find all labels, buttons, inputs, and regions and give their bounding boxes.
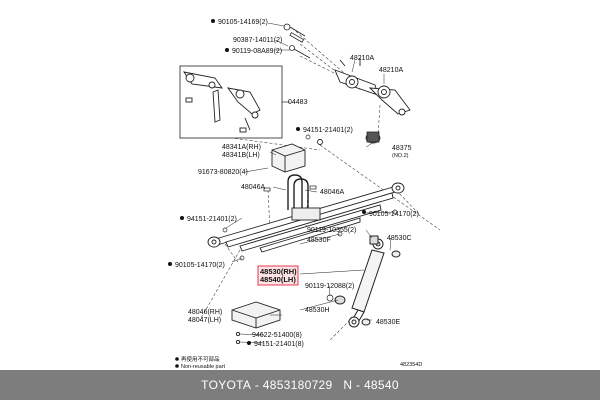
hardware-icons (222, 134, 398, 302)
legend: 再使用不可部品 Non-reusable part 482354D (175, 355, 422, 370)
callout-labels: 90105-14169(2) 90387-14011(2) 90119-08A8… (168, 19, 419, 348)
label-94151-21401-b: 94151-21401(2) (187, 216, 237, 223)
shackle-assembly-icon (334, 58, 411, 116)
label-48046-rh: 48046(RH) (188, 309, 222, 316)
label-90119-10355: 90119-10355(2) (307, 227, 356, 234)
label-90387-14011: 90387-14011(2) (233, 37, 282, 44)
label-48530-rh: 48530(RH) (260, 267, 297, 276)
nonreusable-mark-icon (180, 216, 184, 220)
label-04483: 04483 (288, 99, 308, 106)
nonreusable-mark-icon (168, 262, 172, 266)
nonreusable-mark-icon (362, 210, 366, 214)
footer-sep-2: N - (332, 378, 364, 392)
nonreusable-mark-icon (225, 48, 229, 52)
u-bolt-icon (287, 174, 309, 214)
top-bolts-icon (283, 23, 311, 59)
legend-jp: 再使用不可部品 (181, 355, 220, 363)
label-48341b: 48341B(LH) (222, 152, 260, 159)
leader-lines (225, 22, 396, 344)
nonreusable-mark-icon (247, 341, 251, 345)
label-48530e: 48530E (376, 319, 400, 326)
label-48375-note: (NO.2) (392, 153, 409, 159)
nonreusable-mark-icon (175, 357, 179, 361)
label-48375: 48375 (392, 145, 412, 152)
label-48210a-2: 48210A (379, 67, 403, 74)
label-94151-21401-a: 94151-21401(2) (303, 127, 353, 134)
label-48530f: 48530F (307, 237, 331, 244)
nonreusable-mark-icon (296, 127, 300, 131)
label-90105-14170-b: 90105-14170(2) (175, 262, 225, 269)
label-91673-80820: 91673-80820(4) (198, 169, 248, 176)
label-48047-lh: 48047(LH) (188, 317, 221, 324)
nonreusable-mark-icon (211, 19, 215, 23)
label-90119-08a89: 90119-08A89(2) (232, 48, 282, 55)
label-48530c: 48530C (387, 235, 412, 242)
reference-number: 48540 (363, 378, 399, 392)
diagram-code: 482354D (400, 362, 422, 368)
label-48210a-1: 48210A (350, 55, 374, 62)
shock-absorber-icon (334, 235, 401, 328)
nonreusable-mark-icon (175, 364, 179, 368)
footer-sep-1: - (251, 378, 263, 392)
highlight-box (257, 265, 299, 286)
spring-seat-icon (231, 301, 281, 345)
spring-bracket-icon (271, 139, 323, 173)
bump-stopper-icon (365, 131, 381, 144)
label-90119-12088: 90119-12088(2) (305, 283, 354, 290)
label-48341a: 48341A(RH) (222, 144, 261, 151)
brand: TOYOTA (201, 378, 252, 392)
footer-bar: TOYOTA - 4853180729 N - 48540 (0, 370, 600, 400)
label-48046a-2: 48046A (320, 189, 344, 196)
label-48540-lh: 48540(LH) (260, 275, 296, 284)
legend-en: Non-reusable part (181, 364, 225, 370)
kit-box-04483 (179, 65, 290, 139)
label-94151-21401-c: 94151-21401(8) (254, 341, 304, 348)
label-94622-51400: 94622-51400(8) (252, 332, 302, 339)
parts-diagram: 90105-14169(2) 90387-14011(2) 90119-08A8… (168, 19, 441, 370)
label-48046a-1: 48046A (241, 184, 265, 191)
label-48530h: 48530H (305, 307, 330, 314)
label-90105-14170-a: 90105-14170(2) (369, 211, 419, 218)
part-number: 4853180729 (262, 378, 333, 392)
leaf-spring-icon (207, 182, 405, 253)
label-90105-14169: 90105-14169(2) (218, 19, 268, 26)
